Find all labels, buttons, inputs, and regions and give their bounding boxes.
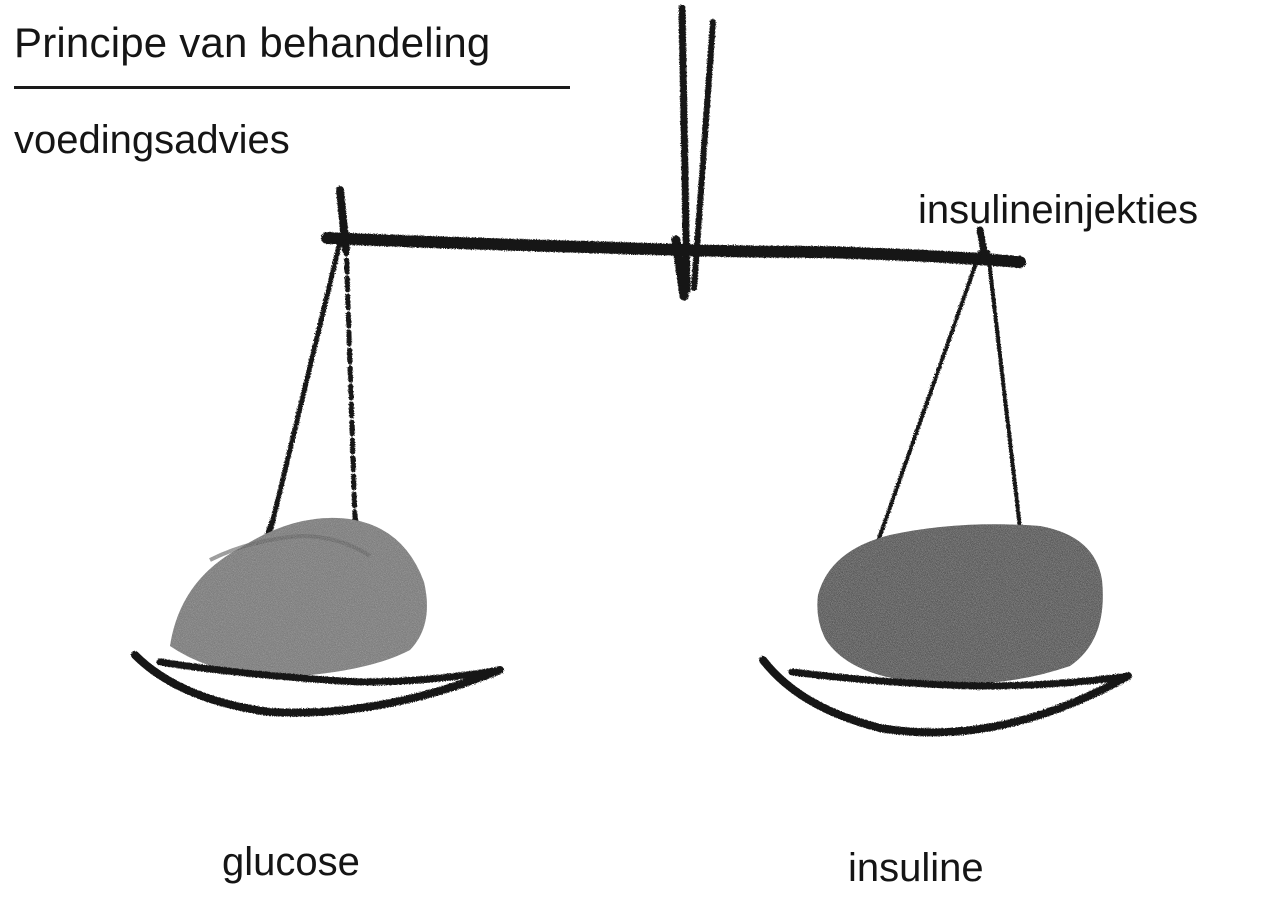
title-underline	[14, 86, 570, 89]
balance-beam	[327, 190, 1020, 262]
bottom-left-label: glucose	[222, 842, 360, 882]
page-title: Principe van behandeling	[14, 22, 490, 64]
bottom-right-label: insuline	[848, 848, 984, 888]
left-load-blob	[170, 518, 427, 677]
top-right-label: insulineinjekties	[918, 190, 1198, 230]
right-load-blob	[817, 524, 1102, 684]
top-left-label: voedingsadvies	[14, 120, 290, 160]
